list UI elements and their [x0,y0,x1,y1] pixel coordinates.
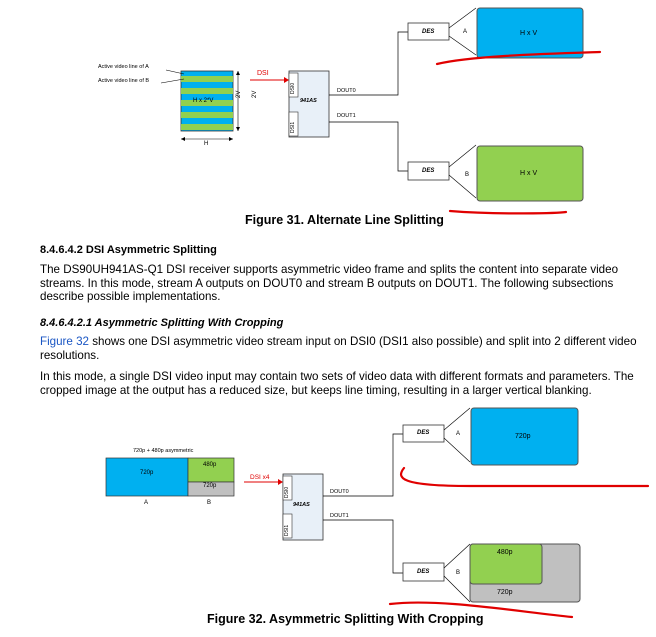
frame-h-label: H [204,141,209,147]
chip-label-fig32: 941AS [293,502,310,508]
dsi-x4-label: DSI x4 [250,474,270,481]
section-heading-dsi-asymmetric: 8.4.6.4.2 DSI Asymmetric Splitting [40,244,217,256]
figure-32-link[interactable]: Figure 32 [40,335,89,348]
screen-a [476,7,584,59]
callout-line-b [160,78,185,84]
des-a-label-fig32: DES [417,430,430,436]
paragraph-2: Figure 32 shows one DSI asymmetric video… [40,335,648,362]
figure-32-caption: Figure 32. Asymmetric Splitting With Cro… [207,612,484,626]
input-b-label: B [207,500,212,506]
dout1-line-fig32 [323,519,403,574]
figure-32-diagram [105,407,650,619]
dout0-label: DOUT0 [337,88,356,94]
screen-b-480p-label: 480p [497,549,513,556]
label-active-line-a: Active video line of A [98,64,149,70]
port-b-label: B [465,172,470,178]
dsi-label: DSI [257,70,269,77]
des-b-label: DES [422,168,435,174]
dsi1-port [288,111,299,137]
dout0-label-fig32: DOUT0 [330,489,349,495]
input-frame-striped [180,70,234,132]
frame-size-label: H x 2*V [193,98,214,104]
port-a-label: A [463,29,468,35]
frame-2v-right-label: 2V [252,90,258,98]
dsi1-label: DSI1 [290,121,296,133]
dout1-label: DOUT1 [337,113,356,119]
screen-a-720p-label: 720p [515,433,531,440]
dsi0-label-fig32: DSI0 [284,486,290,498]
screen-b-480p [469,543,543,585]
dout1-label-fig32: DOUT1 [330,513,349,519]
screen-b [476,145,584,202]
callout-line-a [165,69,185,75]
port-a-label-fig32: A [456,431,461,437]
frame-2v-label: 2V [236,90,242,98]
red-annotation-1 [435,50,602,66]
screen-a-label: H x V [520,30,538,37]
input-a-label: A [144,500,149,506]
input-720p-gray-block [187,481,235,497]
port-b-label-fig32: B [456,570,461,576]
screen-a-720p [470,407,579,466]
dsi0-port [288,72,299,98]
des-b-label-fig32: DES [417,569,430,575]
red-annotation-4 [388,601,574,619]
screen-b-720p-label: 720p [497,589,513,596]
input-title: 720p + 480p asymmetric [133,448,194,454]
dout0-line [329,31,408,96]
chip-label: 941AS [300,98,317,104]
label-active-line-b: Active video line of B [98,78,150,84]
paragraph-2-text: shows one DSI asymmetric video stream in… [40,335,637,362]
des-a-label: DES [422,29,435,35]
input-480p-block [187,457,235,483]
paragraph-3: In this mode, a single DSI video input m… [40,370,634,397]
screen-b-label: H x V [520,170,538,177]
red-annotation-2 [448,209,568,215]
input-720p-label: 720p [140,470,154,476]
dout0-line-fig32 [323,433,403,497]
des-a-box [407,22,450,41]
input-720p-b-label: 720p [203,483,217,489]
dsi1-label-fig32: DSI1 [284,524,290,536]
des-b-box [407,161,450,181]
figure-31-diagram [160,7,602,215]
dsi0-label: DSI0 [290,82,296,94]
subsection-heading-cropping: 8.4.6.4.2.1 Asymmetric Splitting With Cr… [40,317,284,329]
dout1-line [329,121,408,172]
input-480p-label: 480p [203,462,217,468]
figure-31-caption: Figure 31. Alternate Line Splitting [245,213,444,227]
paragraph-1: The DS90UH941AS-Q1 DSI receiver supports… [40,263,619,303]
red-annotation-3 [399,466,650,488]
input-720p-block [105,457,189,497]
